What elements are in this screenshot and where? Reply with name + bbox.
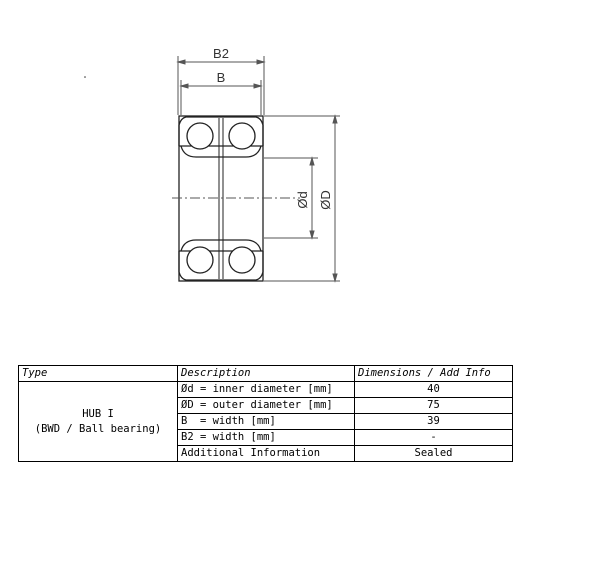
row-description: Ød = inner diameter [mm] (177, 381, 355, 398)
dimension-b (179, 80, 263, 115)
ball-bottom-right (228, 246, 256, 274)
row-description: B2 = width [mm] (177, 429, 355, 446)
row-value: - (354, 429, 513, 446)
header-description: Description (177, 365, 355, 382)
type-cell: HUB I (BWD / Ball bearing) (18, 381, 178, 462)
row-value: 39 (354, 413, 513, 430)
ball-top-right (228, 122, 256, 150)
dimension-outer (264, 114, 340, 283)
row-description: B = width [mm] (177, 413, 355, 430)
dimension-label-outer: ØD (318, 190, 333, 210)
table-header-row: Type Description Dimensions / Add Info (18, 365, 513, 382)
header-type: Type (18, 365, 178, 382)
ball-bottom-left (186, 246, 214, 274)
row-value: 40 (354, 381, 513, 398)
dimension-bore (264, 156, 318, 240)
specification-table: Type Description Dimensions / Add Info H… (18, 365, 513, 462)
ball-elements (186, 122, 256, 274)
header-dimensions: Dimensions / Add Info (354, 365, 513, 382)
type-detail: (BWD / Ball bearing) (34, 422, 162, 435)
dimension-label-b2: B2 (213, 46, 229, 61)
dimension-label-bore: Ød (295, 191, 310, 208)
row-value: 75 (354, 397, 513, 414)
dimension-b2 (176, 56, 266, 115)
row-description: Additional Information (177, 445, 355, 462)
table-row: HUB I (BWD / Ball bearing) Ød = inner di… (18, 381, 513, 462)
bearing-cross-section-drawing: B2 B Ød (84, 46, 340, 283)
table-row: Additional Information Sealed (19, 445, 513, 462)
row-description: ØD = outer diameter [mm] (177, 397, 355, 414)
dimension-label-b: B (217, 70, 226, 85)
ball-top-left (186, 122, 214, 150)
type-name: HUB I (82, 407, 114, 420)
stray-dot (84, 76, 86, 78)
row-value: Sealed (354, 445, 513, 462)
